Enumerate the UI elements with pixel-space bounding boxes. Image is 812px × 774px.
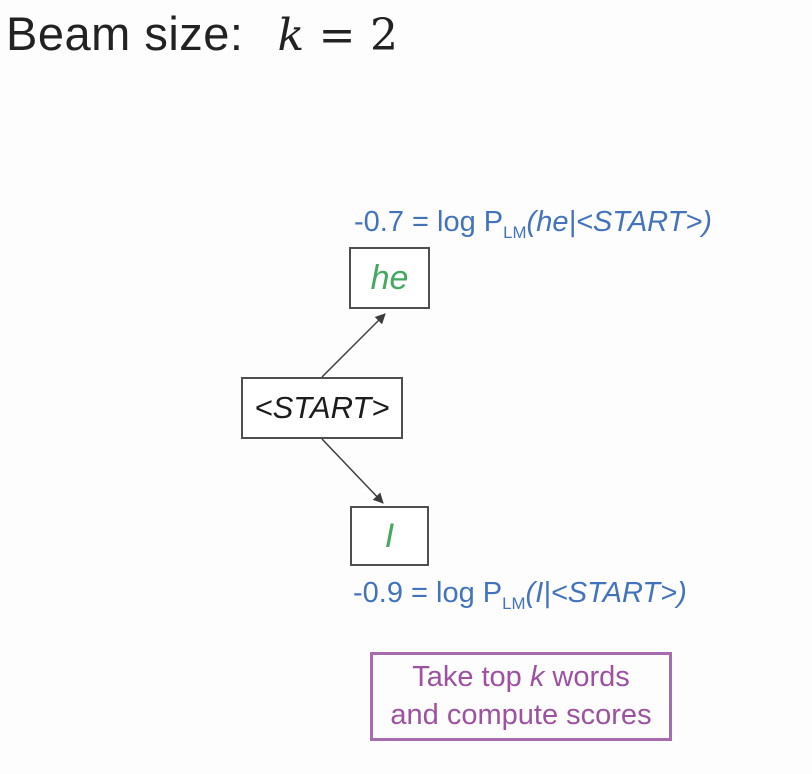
lm-subscript: LM <box>503 222 527 242</box>
beam-size-value: 2 <box>370 10 399 61</box>
node-label: he <box>370 258 409 297</box>
tree-node-i: I <box>350 506 429 566</box>
log-prob-label: log P <box>436 577 503 609</box>
score-value: -0.9 <box>353 577 403 609</box>
title-math: k = 2 <box>277 10 398 61</box>
slide-title: Beam size: k = 2 <box>6 6 399 61</box>
condition-token: <START> <box>576 206 703 238</box>
candidate-word: he <box>536 206 569 238</box>
tree-node-he: he <box>349 247 430 309</box>
condition-token: <START> <box>550 577 678 609</box>
candidate-word: I <box>535 577 544 609</box>
node-label: I <box>384 516 395 555</box>
step-callout-box: Take top k words and compute scores <box>370 652 672 741</box>
k-variable: k <box>529 660 545 693</box>
callout-line-2: and compute scores <box>390 698 652 731</box>
edge-start-to-i <box>321 438 384 504</box>
log-prob-annotation-he: -0.7 = log PLM(he|<START>) <box>354 206 712 242</box>
node-label: <START> <box>254 390 390 425</box>
tree-node-start: <START> <box>241 377 403 439</box>
title-label: Beam size: <box>6 7 244 60</box>
edge-start-to-he <box>321 313 386 378</box>
log-prob-label: log P <box>437 206 504 238</box>
callout-line-1: Take top k words <box>412 660 630 693</box>
lm-subscript: LM <box>502 593 526 613</box>
log-prob-annotation-i: -0.9 = log PLM(I|<START>) <box>353 577 687 613</box>
score-value: -0.7 <box>354 206 404 238</box>
equals-sign: = <box>318 10 357 61</box>
beam-size-variable: k <box>277 10 305 61</box>
